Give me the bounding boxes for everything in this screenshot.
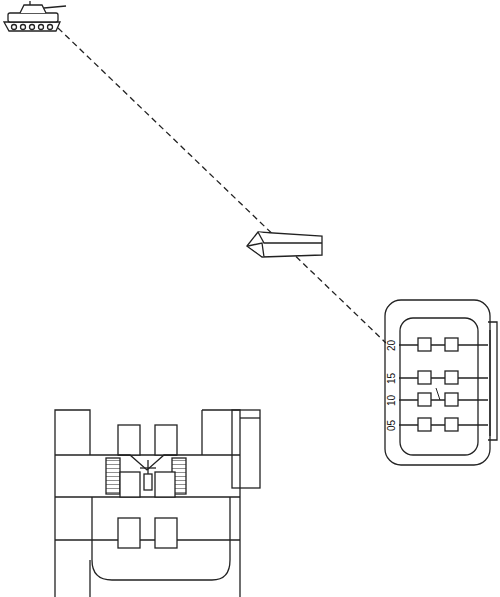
reticle-view-small (385, 300, 497, 465)
sight-line (58, 28, 386, 343)
range-mark: 05 (387, 418, 398, 431)
range-mark: 15 (387, 371, 398, 384)
range-mark: 20 (387, 338, 398, 351)
range-mark: 10 (387, 393, 398, 406)
obstacle (247, 232, 322, 257)
reticle-view-large (55, 410, 260, 597)
tank (4, 1, 66, 31)
